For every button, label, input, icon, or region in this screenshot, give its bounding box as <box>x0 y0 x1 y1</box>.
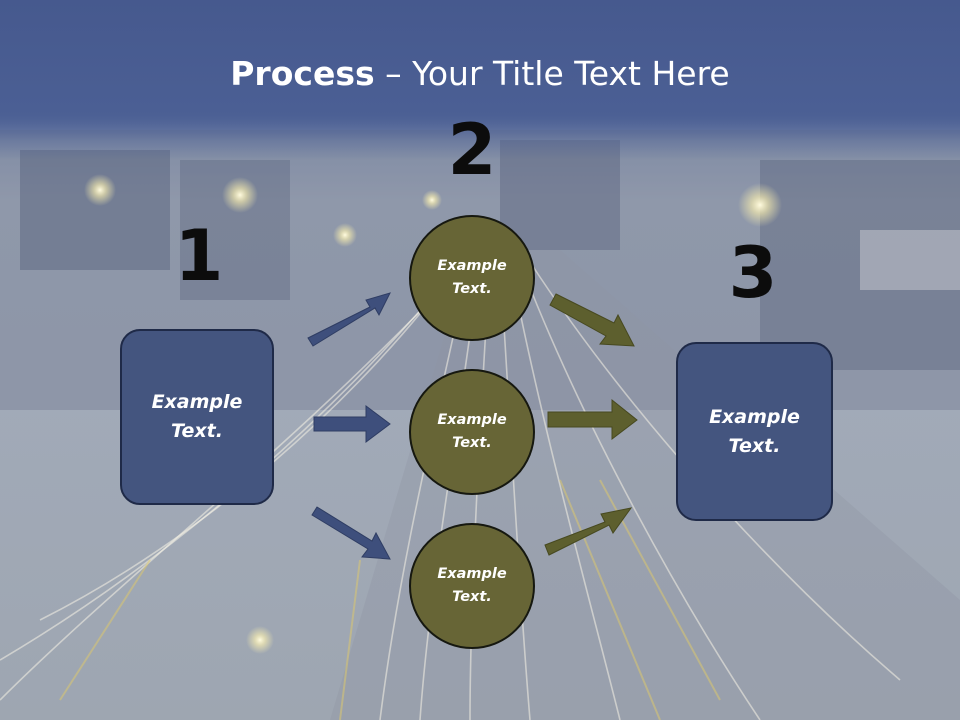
title-bold: Process <box>230 54 375 93</box>
right-box-line-1: Example <box>709 405 800 428</box>
title-rest: – Your Title Text Here <box>374 54 730 93</box>
circle-middle-line-2: Text. <box>452 435 492 451</box>
circle-top-line-1: Example <box>437 258 507 274</box>
circle-middle[interactable]: Example Text. <box>409 369 535 495</box>
step-number-3: 3 <box>728 232 778 314</box>
right-arrow-icon <box>307 292 391 347</box>
circle-bottom-line-1: Example <box>437 566 507 582</box>
left-text-box[interactable]: Example Text. <box>120 329 274 505</box>
circle-middle-text: Example Text. <box>422 409 522 455</box>
right-arrow-icon <box>311 506 391 560</box>
right-text-box[interactable]: Example Text. <box>676 342 833 521</box>
right-box-line-2: Text. <box>728 434 781 457</box>
right-arrow-icon <box>544 507 633 556</box>
circle-bottom-line-2: Text. <box>452 589 492 605</box>
right-arrow-icon <box>549 293 635 347</box>
left-box-line-1: Example <box>151 391 243 413</box>
circle-top-text: Example Text. <box>422 255 522 301</box>
right-arrow-icon <box>547 398 638 441</box>
circle-bottom[interactable]: Example Text. <box>409 523 535 649</box>
circle-bottom-text: Example Text. <box>422 563 522 609</box>
circle-middle-line-1: Example <box>437 412 507 428</box>
step-number-2: 2 <box>447 109 497 191</box>
slide-title: Process – Your Title Text Here <box>0 52 960 96</box>
right-box-text: Example Text. <box>695 403 815 461</box>
left-box-text: Example Text. <box>137 388 257 446</box>
left-box-line-2: Text. <box>171 420 223 442</box>
circle-top[interactable]: Example Text. <box>409 215 535 341</box>
circle-top-line-2: Text. <box>452 281 492 297</box>
step-number-1: 1 <box>174 215 224 297</box>
right-arrow-icon <box>313 405 391 443</box>
